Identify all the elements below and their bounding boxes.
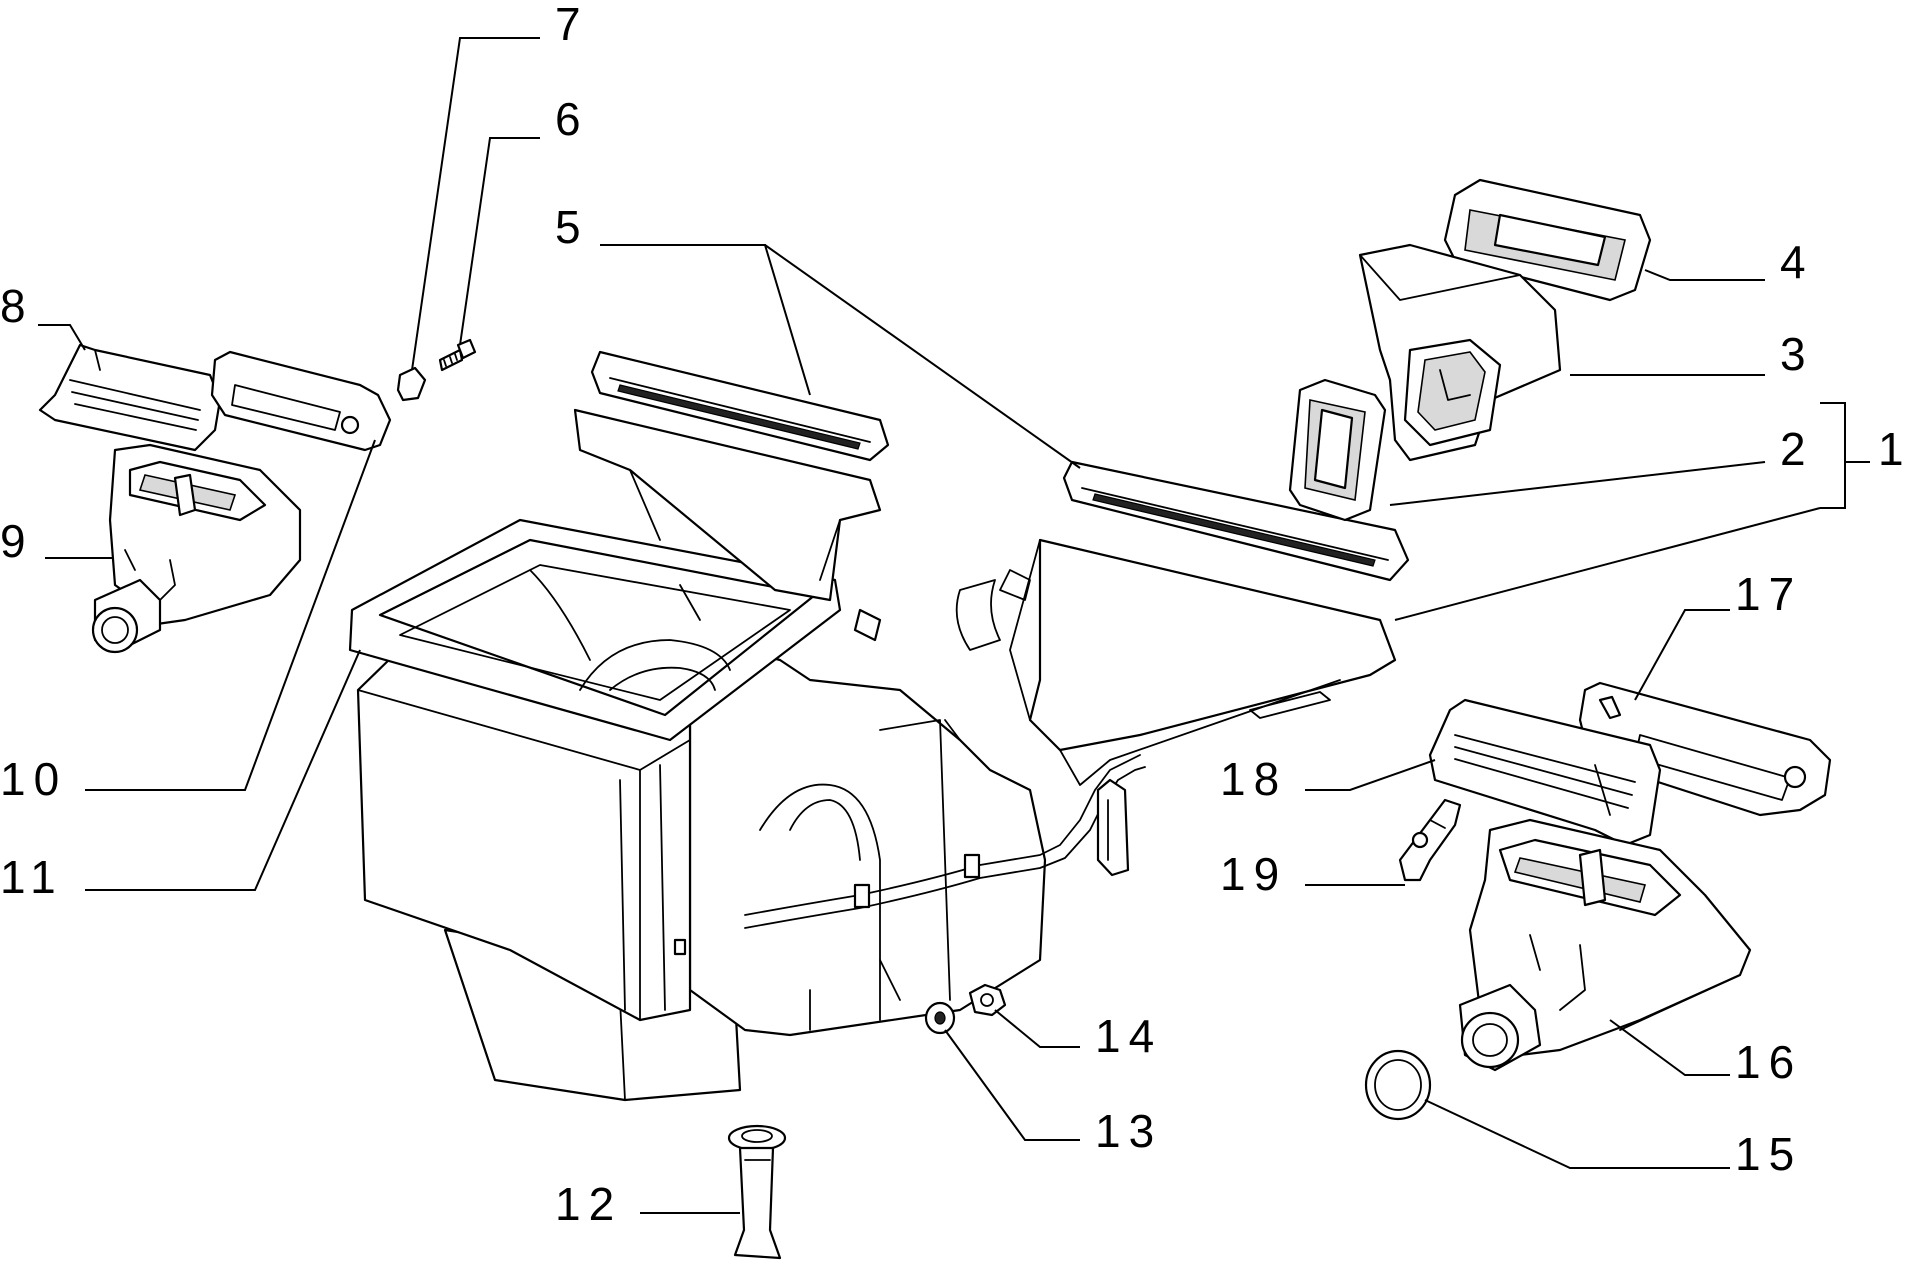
leader-15 [1424, 1099, 1730, 1169]
callout-7: 7 [555, 0, 589, 50]
callout-19: 19 [1220, 848, 1287, 900]
callout-13: 13 [1095, 1105, 1162, 1157]
callout-4: 4 [1780, 236, 1814, 288]
callout-5: 5 [555, 201, 589, 253]
heater-housing-main [348, 408, 1397, 1102]
leader-17 [1634, 609, 1730, 701]
part-12-drain-tube [727, 1124, 787, 1260]
callout-6: 6 [555, 93, 589, 145]
callout-10: 10 [0, 753, 67, 805]
part-10-vent-nozzle-left [210, 350, 392, 452]
callout-15: 15 [1735, 1128, 1802, 1180]
callout-14: 14 [1095, 1010, 1162, 1062]
callout-3: 3 [1780, 328, 1814, 380]
leader-18 [1305, 759, 1436, 791]
leader-14 [994, 1009, 1080, 1048]
part-5-seal-strips [590, 350, 1410, 582]
part-18-vent-grille-right [1428, 698, 1662, 847]
part-9-vent-housing-left [91, 443, 302, 654]
leader-13 [944, 1029, 1080, 1141]
part-6-screw [438, 338, 477, 372]
part-3-duct-adapter [1358, 243, 1562, 462]
leader-4 [1644, 269, 1765, 281]
leader-6 [459, 137, 540, 346]
part-14-nut [968, 983, 1007, 1017]
leader-2 [1389, 461, 1766, 506]
part-15-o-ring [1364, 1049, 1432, 1121]
callout-9: 9 [0, 515, 34, 567]
leader-8 [38, 324, 86, 351]
callout-11: 11 [0, 851, 64, 903]
part-7-plug [396, 366, 427, 402]
part-2-small-gasket [1288, 378, 1387, 522]
leader-11 [85, 649, 361, 891]
leader-7 [411, 37, 540, 371]
callout-16: 16 [1735, 1036, 1802, 1088]
callout-12: 12 [555, 1178, 622, 1230]
part-8-vent-grille-left [38, 343, 222, 452]
leader-16 [1609, 1019, 1730, 1076]
callout-2: 2 [1780, 423, 1814, 475]
callout-1: 1 [1878, 423, 1907, 475]
leader-10 [85, 439, 376, 791]
callout-18: 18 [1220, 753, 1287, 805]
leader-1b [1394, 507, 1821, 621]
callout-labels: 7 6 5 4 3 2 1 8 9 10 11 12 13 14 15 16 1… [0, 0, 1907, 1230]
callout-8: 8 [0, 280, 34, 332]
callout-17: 17 [1735, 568, 1802, 620]
part-13-washer [924, 1001, 956, 1035]
part-16-vent-housing-right [1458, 818, 1752, 1072]
leader-lines [38, 37, 1870, 1214]
leader-1-bracket [1820, 402, 1846, 509]
part-19-clip [1398, 798, 1462, 882]
leader-5b [764, 244, 1081, 469]
